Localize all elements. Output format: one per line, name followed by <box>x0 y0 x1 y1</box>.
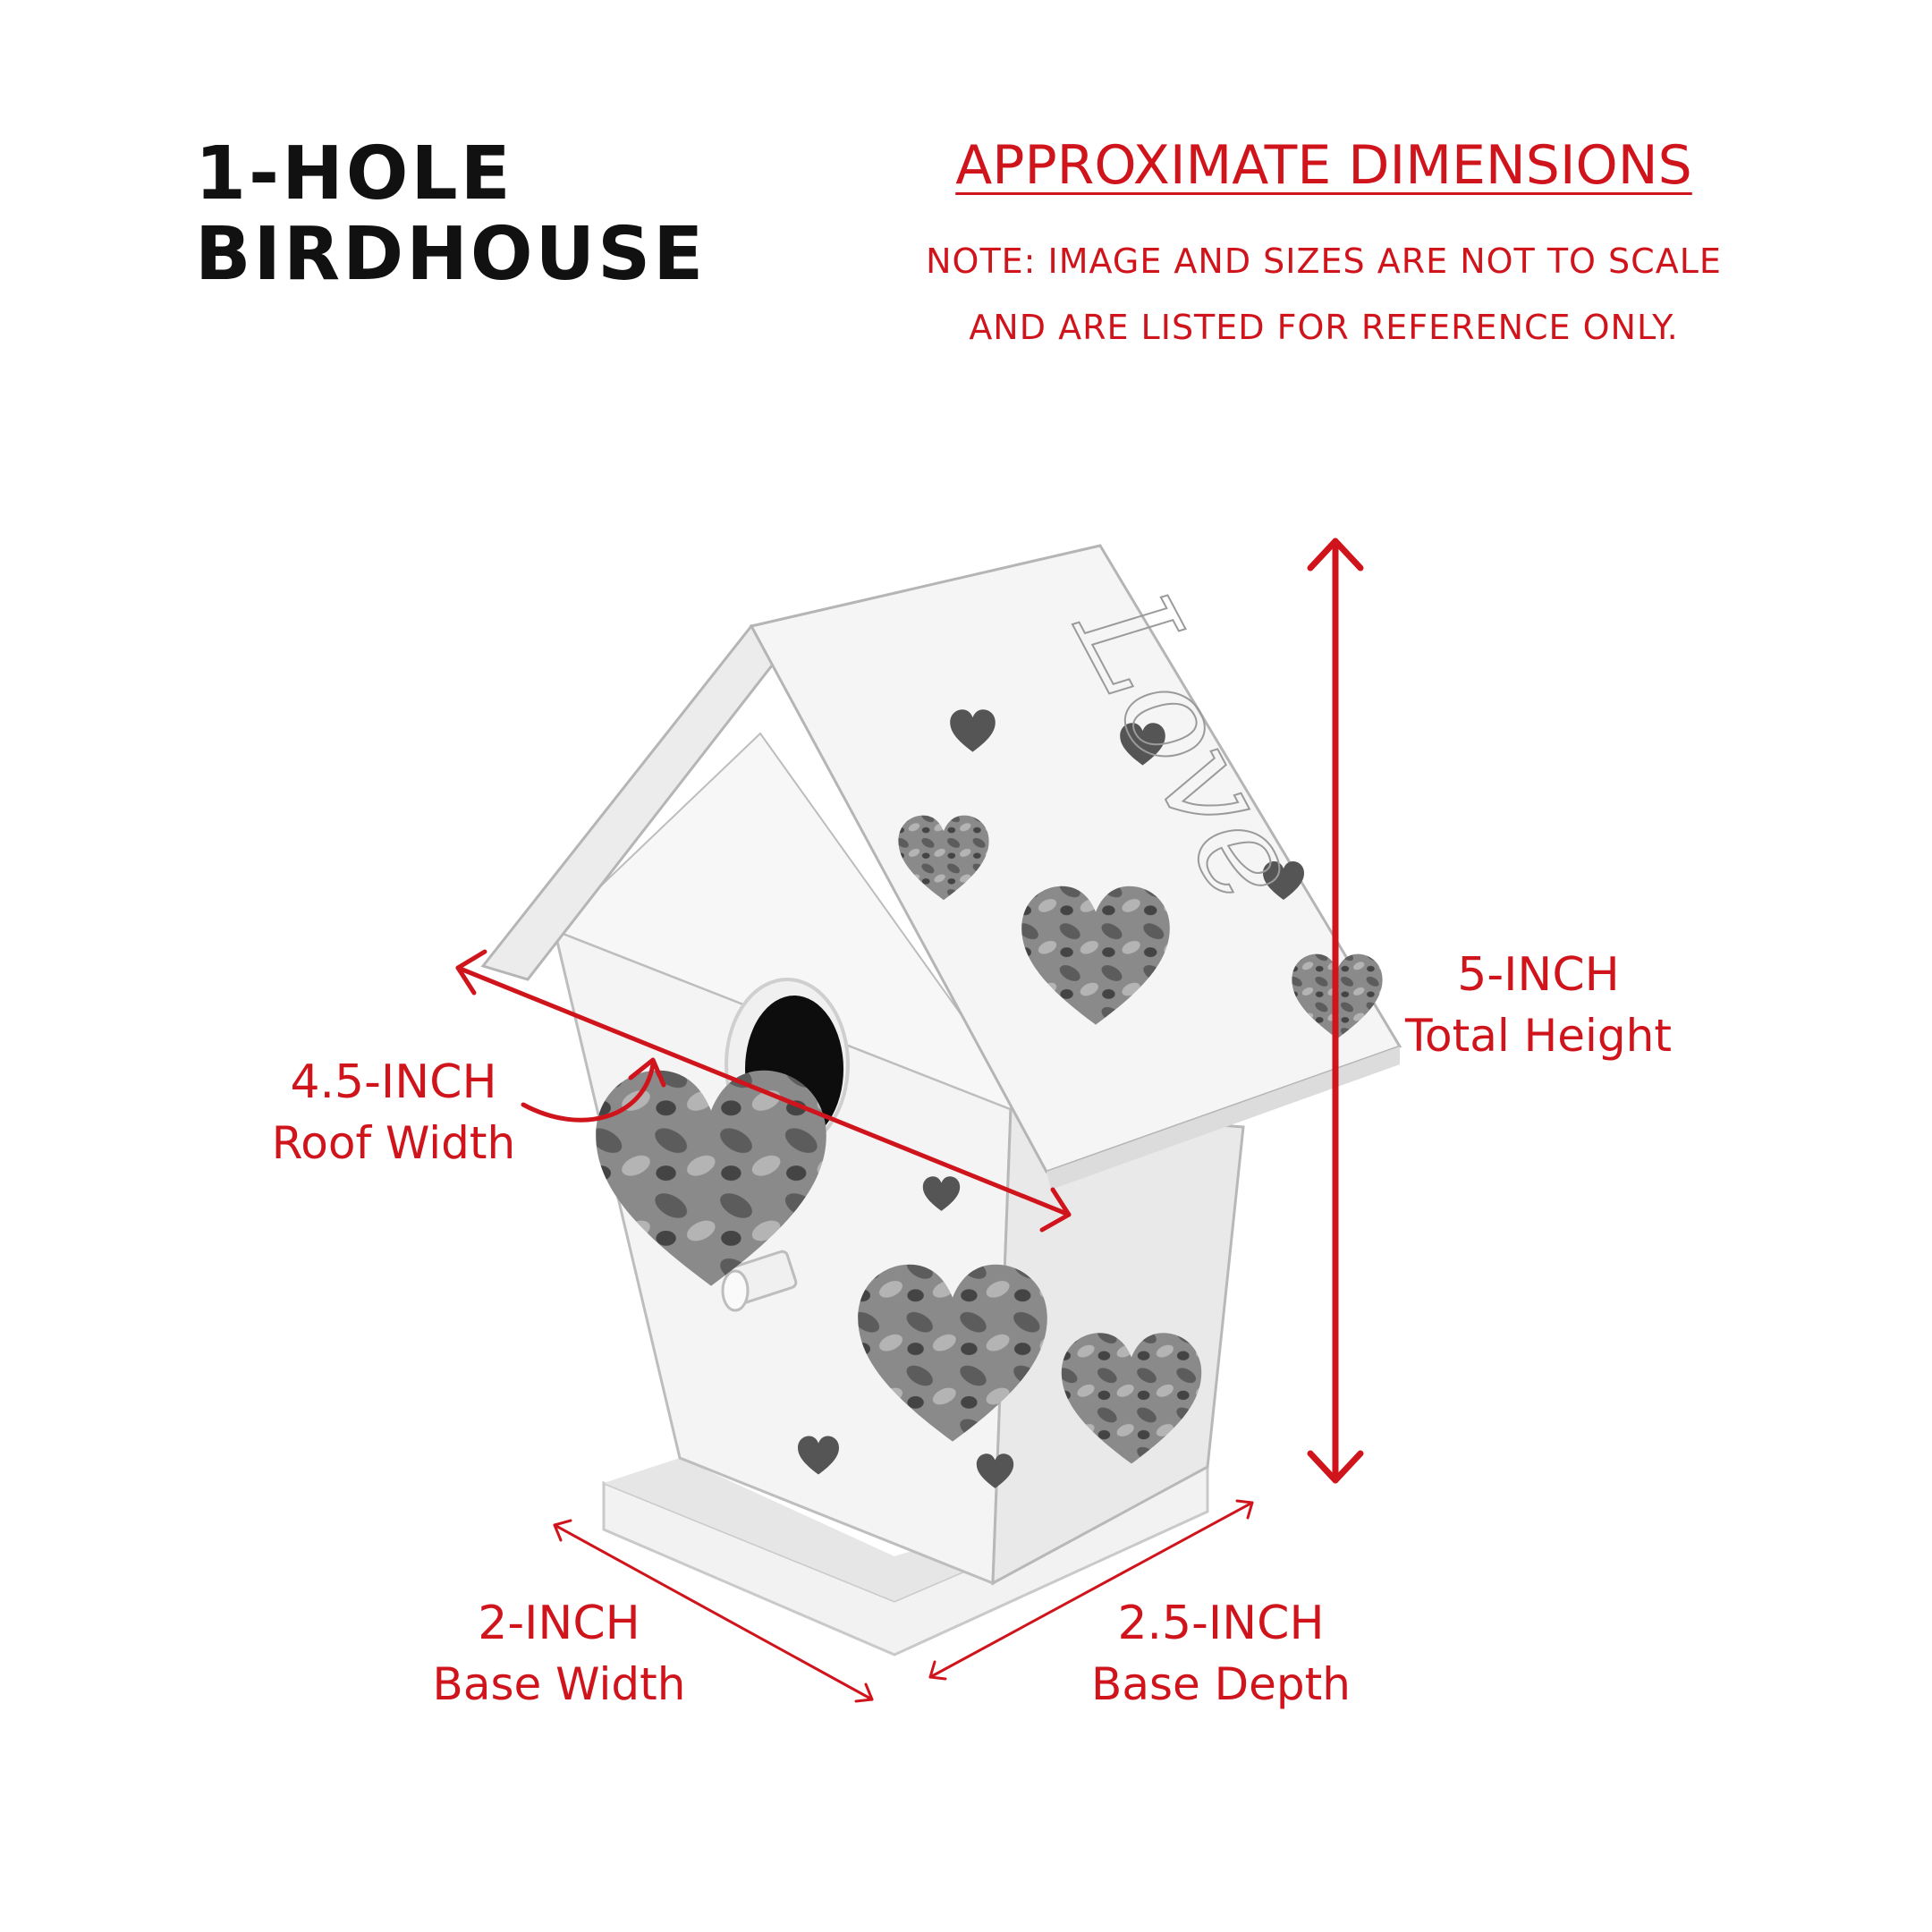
height-value: 5-INCH <box>1457 948 1620 1002</box>
roof-edge <box>1046 1046 1400 1190</box>
title-line-1: 1-HOLE <box>195 131 513 216</box>
birdhouse: Love <box>480 544 1402 1657</box>
base-width-value: 2-INCH <box>478 1597 640 1650</box>
height-arrow <box>1307 538 1364 1484</box>
scale-note-line-1: NOTE: IMAGE AND SIZES ARE NOT TO SCALE <box>926 242 1722 281</box>
base-depth-caption: Base Depth <box>1091 1658 1351 1710</box>
title-line-2: BIRDHOUSE <box>195 212 707 297</box>
base-width-label: 2-INCH Base Width <box>394 1592 724 1714</box>
scale-note-line-2: AND ARE LISTED FOR REFERENCE ONLY. <box>969 308 1679 347</box>
base-depth-label: 2.5-INCH Base Depth <box>1055 1592 1386 1714</box>
dimensions-heading: APPROXIMATE DIMENSIONS <box>955 134 1692 197</box>
dimension-arrows <box>455 538 1364 1703</box>
roof-width-arrow <box>455 949 1072 1233</box>
height-caption: Total Height <box>1405 1010 1672 1062</box>
base-width-caption: Base Width <box>432 1658 686 1710</box>
roof-label: 4.5-INCH Roof Width <box>242 1051 546 1173</box>
roof-width-pointer-head <box>628 1057 666 1088</box>
scale-note: NOTE: IMAGE AND SIZES ARE NOT TO SCALE A… <box>877 228 1771 360</box>
product-title: 1-HOLE BIRDHOUSE <box>195 134 706 295</box>
roof-caption: Roof Width <box>271 1117 516 1169</box>
base-depth-arrow <box>928 1499 1254 1681</box>
roof-value: 4.5-INCH <box>290 1055 497 1109</box>
perch <box>721 1250 798 1312</box>
base-depth-value: 2.5-INCH <box>1117 1597 1325 1650</box>
roof-width-pointer <box>521 1062 656 1123</box>
base-width-arrow <box>553 1519 874 1703</box>
height-label: 5-INCH Total Height <box>1368 944 1708 1065</box>
base-plate-top <box>604 1458 1208 1601</box>
